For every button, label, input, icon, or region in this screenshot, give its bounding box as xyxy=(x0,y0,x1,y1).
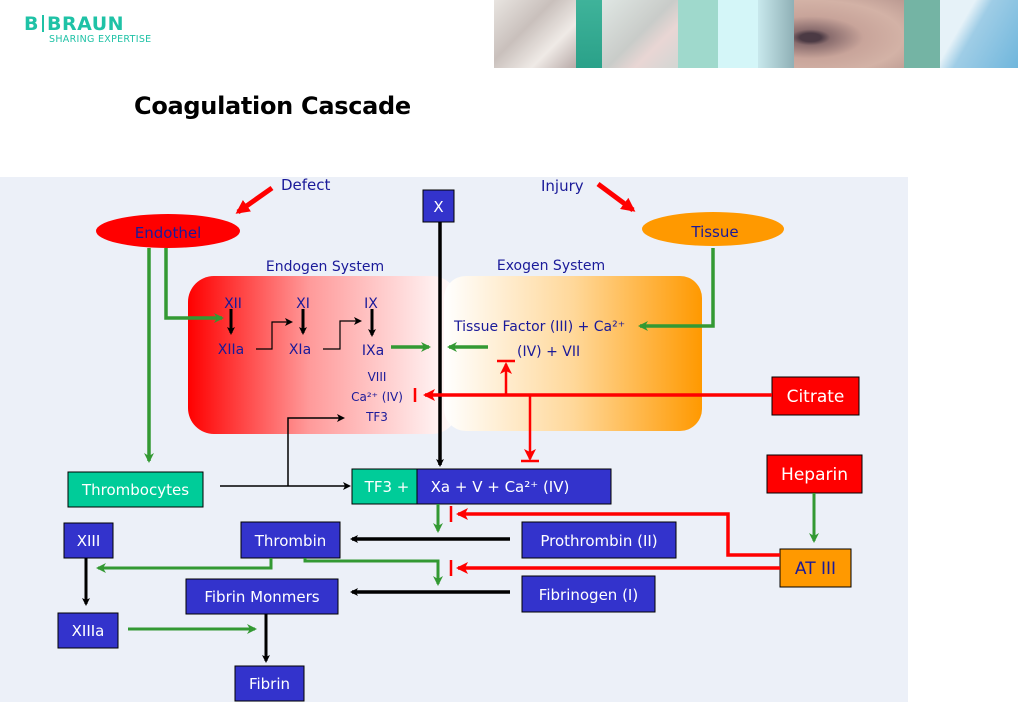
at3-label: AT III xyxy=(795,559,836,579)
logo-b: B xyxy=(24,13,39,35)
cofactor-calcium-label: Ca²⁺ (IV) xyxy=(351,390,403,404)
factor-ix-label: IX xyxy=(364,296,378,312)
injury-label: Injury xyxy=(541,177,584,195)
xia-to-ix-arrow xyxy=(323,317,362,350)
tissue-to-tf-arrow xyxy=(638,248,715,331)
cofactor-viii-label: VIII xyxy=(368,370,387,384)
citrate-node[interactable] xyxy=(771,376,860,416)
fibrinogen-node[interactable] xyxy=(521,575,656,613)
thrombin-to-fibrinogen-conversion-arrow xyxy=(303,558,443,586)
tf3-label: TF3 + xyxy=(364,478,410,496)
factor-ixa-label: IXa xyxy=(362,343,384,359)
factor-xiii-label: XIII xyxy=(77,532,101,550)
xa-complex-node[interactable] xyxy=(416,468,612,505)
endogen-system-label: Endogen System xyxy=(266,259,384,275)
factor-x-node[interactable] xyxy=(422,189,455,223)
banner-segment xyxy=(602,0,678,68)
banner-segment xyxy=(758,0,794,68)
citrate-label: Citrate xyxy=(787,387,845,407)
logo-separator xyxy=(41,15,44,32)
factor-x-label: X xyxy=(433,198,443,216)
endothel-to-xii-arrow xyxy=(164,248,224,323)
exogen-system-area xyxy=(444,276,702,431)
banner-segment xyxy=(678,0,718,68)
prothrombin-node[interactable] xyxy=(521,521,677,559)
factor-xiiia-label: XIIIa xyxy=(72,622,105,640)
tf3-node[interactable] xyxy=(351,468,418,505)
thrombin-to-xiii-arrow xyxy=(96,558,273,573)
logo-brand: B BRAUN xyxy=(24,14,151,34)
factor-xiiia-node[interactable] xyxy=(57,612,119,649)
tissue-factor-label-line2: (IV) + VII xyxy=(517,344,580,360)
defect-label: Defect xyxy=(281,176,331,194)
fibrin-node[interactable] xyxy=(234,665,305,702)
cofactor-tf3-label: TF3 xyxy=(365,410,388,424)
banner-segment xyxy=(494,0,576,68)
at3-node[interactable] xyxy=(779,548,852,588)
prothrombin-label: Prothrombin (II) xyxy=(540,532,657,550)
thrombocytes-to-endogen-arrow xyxy=(287,414,345,486)
exogen-system-label: Exogen System xyxy=(497,258,605,274)
tissue-node[interactable] xyxy=(642,212,784,246)
at3-inhibit-thrombin-formation xyxy=(456,508,780,557)
injury-arrow xyxy=(596,181,636,213)
tissue-factor-label-line1: Tissue Factor (III) + Ca²⁺ xyxy=(453,319,625,335)
header-banner-image xyxy=(494,0,1018,68)
endothel-node[interactable] xyxy=(96,214,240,248)
banner-segment xyxy=(904,0,940,68)
factor-xii-label: XII xyxy=(224,296,242,312)
banner-segment xyxy=(576,0,602,68)
banner-segment xyxy=(718,0,758,68)
fibrinogen-label: Fibrinogen (I) xyxy=(539,586,638,604)
fibrin-monomers-label: Fibrin Monmers xyxy=(204,588,319,606)
thrombocytes-node[interactable] xyxy=(67,471,204,508)
slide-title: Coagulation Cascade xyxy=(134,92,411,120)
endothel-label: Endothel xyxy=(135,224,201,242)
factor-xiii-node[interactable] xyxy=(63,522,114,559)
logo-tagline: SHARING EXPERTISE xyxy=(49,34,152,45)
braun-logo: B BRAUN SHARING EXPERTISE xyxy=(24,14,151,46)
heparin-label: Heparin xyxy=(781,465,848,485)
factor-xi-label: XI xyxy=(296,296,310,312)
xa-complex-label: Xa + V + Ca²⁺ (IV) xyxy=(431,478,570,496)
factor-xia-label: XIa xyxy=(289,342,311,358)
thrombocytes-label: Thrombocytes xyxy=(81,481,189,499)
endogen-system-area xyxy=(188,276,458,434)
thrombin-node[interactable] xyxy=(240,521,341,559)
defect-arrow xyxy=(235,185,274,215)
banner-segment xyxy=(794,0,904,68)
tissue-label: Tissue xyxy=(690,223,738,241)
diagram-panel xyxy=(0,177,908,702)
fibrin-monomers-node[interactable] xyxy=(185,578,339,615)
banner-segment xyxy=(940,0,1018,68)
thrombin-label: Thrombin xyxy=(254,532,327,550)
logo-braun: BRAUN xyxy=(46,13,125,35)
xiia-to-xi-arrow xyxy=(256,318,293,350)
fibrin-label: Fibrin xyxy=(249,675,290,693)
factor-xiia-label: XIIa xyxy=(218,342,244,358)
